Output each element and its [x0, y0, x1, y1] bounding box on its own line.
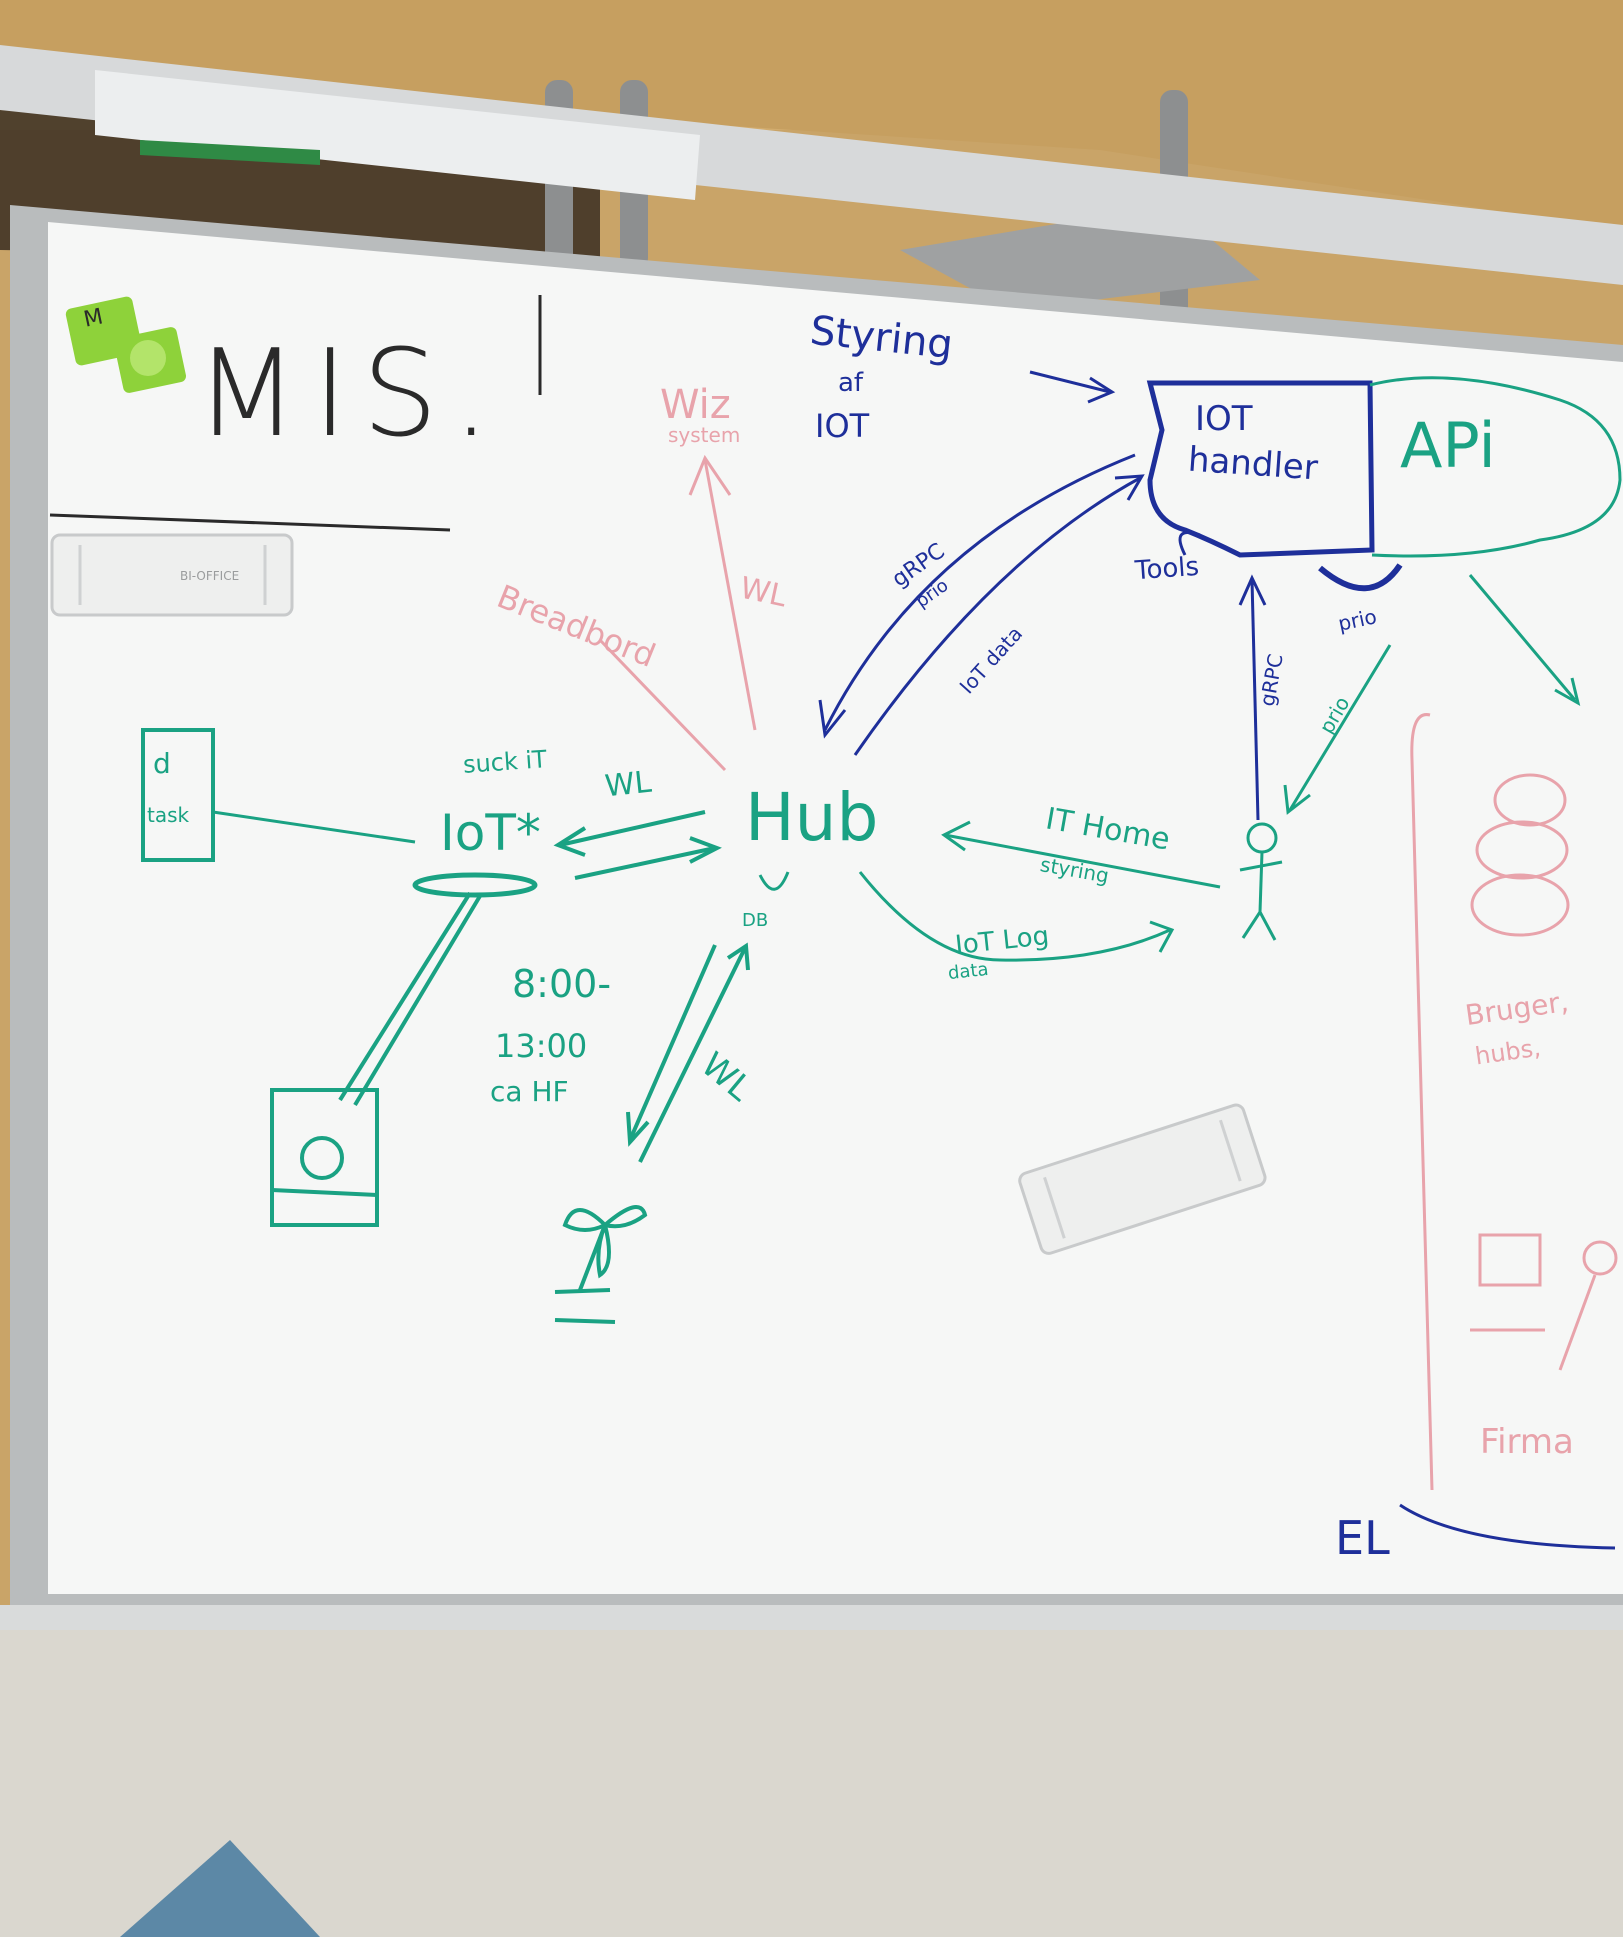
wiz-label: Wiz [660, 382, 731, 428]
wl-fan-arrow-down [628, 944, 717, 1141]
api-cloud [1369, 376, 1622, 558]
breadboard-line [598, 638, 727, 772]
el-line [1399, 1503, 1616, 1550]
api-label: APi [1400, 409, 1496, 482]
grpc-right-arrow [1250, 579, 1260, 821]
prio-loop [1318, 563, 1403, 592]
wl-arrow-right [574, 846, 716, 880]
tools-label: Tools [1134, 551, 1201, 587]
tools-loop [1178, 531, 1201, 556]
el-label: EL [1335, 1511, 1390, 1565]
wl-pink-label: WL [736, 570, 790, 615]
hub-db-loop [758, 871, 790, 891]
iot-handler-title: IOT [1195, 399, 1253, 439]
styring-arrow [1029, 370, 1111, 394]
person-sketch-icon [1582, 1240, 1618, 1276]
washer-link [338, 891, 472, 1102]
stack-icon [1493, 773, 1567, 827]
styring-af-label: af [838, 368, 864, 398]
prio-right-arrow [1288, 644, 1392, 811]
styring-iot-label: IOT [815, 407, 870, 445]
device-box [141, 728, 215, 862]
iot-handler-box [1146, 380, 1375, 558]
blue-object [120, 1840, 320, 1937]
iot-base [412, 872, 538, 898]
eraser-brand: BI-OFFICE [180, 569, 240, 583]
hub-label: Hub [745, 779, 879, 856]
device-label-bottom: task [147, 803, 190, 827]
board-surface [48, 222, 1623, 1594]
api-arrow-down [1468, 574, 1577, 701]
side-panel-border [1410, 713, 1434, 1491]
iot-log-data-label: data [946, 958, 990, 985]
eraser-center [1018, 1103, 1267, 1255]
firma-label: Firma [1480, 1422, 1574, 1462]
wiz-system-label: system [668, 423, 741, 447]
device-label-top: d [153, 747, 171, 780]
device-link [212, 810, 416, 844]
time-end-label: 13:00 [495, 1027, 588, 1065]
washing-machine-icon [270, 1088, 379, 1227]
wl-arrow-left [559, 810, 706, 847]
iot-data-arrow [853, 476, 1141, 756]
time-start-label: 8:00- [512, 962, 612, 1006]
wiz-arrow [703, 459, 757, 731]
time-note-label: ca HF [490, 1075, 569, 1108]
iot-tag-label: suck iT [462, 745, 548, 779]
iot-log-arrow [858, 871, 1171, 962]
eraser-top-left [50, 533, 294, 617]
board-title: MIS. [195, 325, 505, 464]
hub-db-label: DB [742, 910, 769, 931]
grpc-prio-arrow [823, 453, 1136, 731]
iot-node-label: IoT* [440, 804, 541, 862]
wl-fan-arrow-up [638, 947, 747, 1163]
it-home-arrow [944, 833, 1221, 889]
iot-handler-subtitle: handler [1186, 439, 1320, 489]
wl-top-label: WL [603, 764, 654, 805]
computer-sketch-icon [1478, 1233, 1542, 1287]
divider-line [49, 513, 451, 532]
